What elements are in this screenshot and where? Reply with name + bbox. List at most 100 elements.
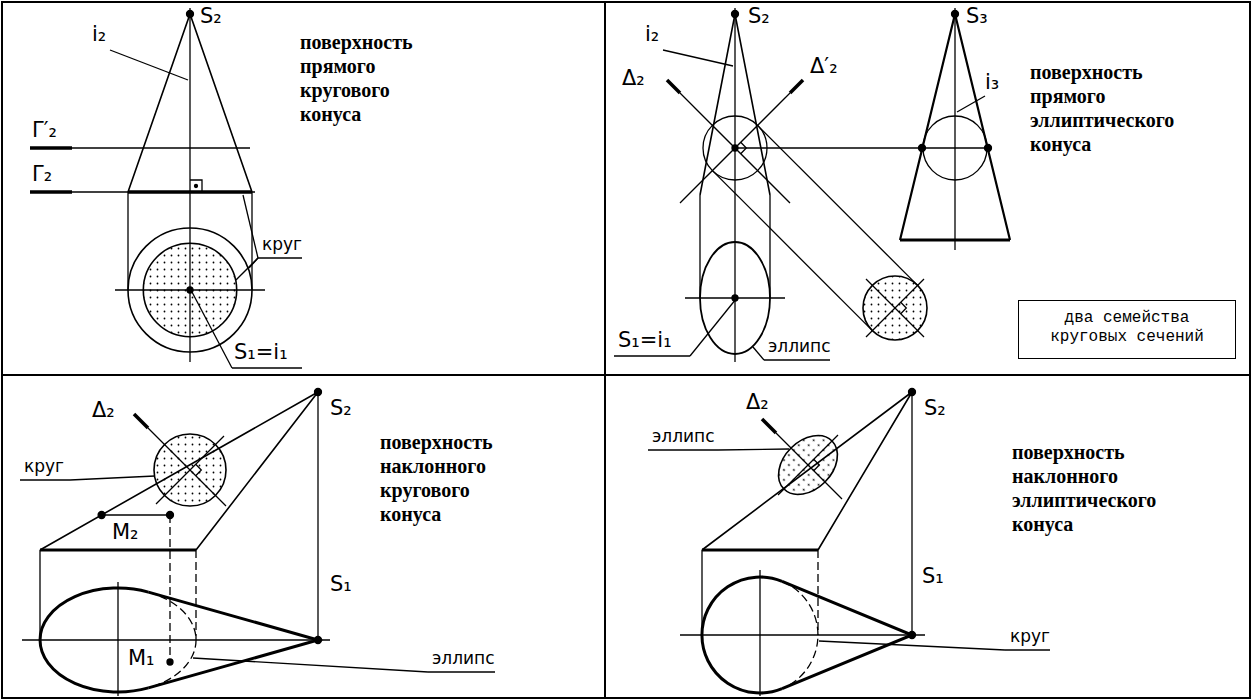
center-point xyxy=(732,145,738,151)
leader-line xyxy=(258,257,302,258)
plane-label: Γ₂ xyxy=(32,164,52,185)
leader-line xyxy=(764,359,830,360)
center-line xyxy=(866,279,924,337)
projection-line xyxy=(758,125,918,285)
point-label: S₂ xyxy=(330,398,352,419)
plane-label: Δ₂ xyxy=(746,392,769,413)
callout-label: эллипс xyxy=(432,650,495,667)
plane-trace-mark xyxy=(30,146,72,150)
panel-divider xyxy=(604,2,606,698)
right-angle-mark xyxy=(196,464,202,475)
cone-outline xyxy=(40,392,318,550)
right-angle-mark xyxy=(901,302,907,313)
leader-line xyxy=(20,479,70,480)
panel-title: поверхность прямого эллиптического конус… xyxy=(1030,60,1174,156)
projection-line xyxy=(39,550,40,640)
plane-trace-mark xyxy=(30,190,72,194)
point-label: S₁=i₁ xyxy=(618,330,672,351)
plane-trace xyxy=(148,428,226,506)
leader-line xyxy=(70,476,155,480)
leader-line xyxy=(192,292,232,368)
point-label: S₂ xyxy=(748,6,770,27)
plane-trace xyxy=(30,191,255,192)
leader-line xyxy=(193,658,428,672)
center-line xyxy=(156,436,224,504)
point-label: S₂ xyxy=(924,398,946,419)
point-label: S₁ xyxy=(922,566,944,587)
leader-line xyxy=(614,355,690,356)
projection-line xyxy=(251,192,252,290)
leader-line xyxy=(110,50,188,80)
apex-point xyxy=(909,632,916,639)
callout-label: эллипс xyxy=(652,428,715,445)
point-label: M₁ xyxy=(128,648,155,669)
plane-label: Δ′₂ xyxy=(810,56,838,77)
axis-label: i₃ xyxy=(985,72,999,93)
center-line xyxy=(22,639,330,640)
callout-label: круг xyxy=(262,236,302,253)
leader-line xyxy=(663,50,733,66)
point-label: S₁=i₁ xyxy=(234,342,288,363)
projection-line xyxy=(317,392,318,640)
projection-line xyxy=(817,550,818,635)
panel-title: поверхность наклонного кругового конуса xyxy=(380,430,493,526)
projection-line xyxy=(195,550,196,640)
right-angle-mark xyxy=(190,180,202,192)
apex-point xyxy=(732,11,739,18)
center-line xyxy=(117,582,118,696)
note-text: два семейства круговых сечений xyxy=(1032,309,1222,347)
surface-line xyxy=(102,514,170,515)
leader-line xyxy=(428,671,495,672)
point-label: M₂ xyxy=(112,522,139,543)
tangent-point xyxy=(985,145,992,152)
leader-line xyxy=(243,195,258,258)
panel-divider xyxy=(2,374,1250,376)
base-line xyxy=(40,549,196,552)
center-line xyxy=(866,279,924,337)
plane-label: Δ₂ xyxy=(622,68,645,89)
leader-line xyxy=(1005,649,1050,650)
section-ellipse xyxy=(767,424,849,506)
note-box: два семейства круговых сечений xyxy=(1018,300,1236,359)
center-line xyxy=(759,570,760,696)
callout-label: эллипс xyxy=(768,338,831,355)
axis-label: i₂ xyxy=(645,24,659,45)
center-line xyxy=(680,634,925,635)
plane-label: Γ′₂ xyxy=(32,120,57,141)
tangent-point xyxy=(919,145,926,152)
panel-title: поверхность прямого кругового конуса xyxy=(300,30,413,126)
right-circular-cone xyxy=(30,8,302,368)
right-angle-mark xyxy=(814,459,820,470)
apex-point xyxy=(909,389,916,396)
point-label: S₃ xyxy=(966,6,988,27)
leader-line xyxy=(648,449,718,450)
leader-line xyxy=(753,347,764,360)
sphere-circle xyxy=(923,116,987,180)
right-angle-dot xyxy=(195,185,198,188)
section-circle xyxy=(863,276,927,340)
axis-label: i₂ xyxy=(92,24,106,45)
apex-point xyxy=(315,637,322,644)
plane-trace xyxy=(30,147,250,148)
plane-label: Δ₂ xyxy=(92,400,115,421)
plane-trace-mark xyxy=(134,414,148,428)
leader-line xyxy=(236,258,258,280)
point-label: S₂ xyxy=(200,6,222,27)
axis-line xyxy=(954,8,955,250)
axis-line xyxy=(734,8,735,362)
projection-line xyxy=(127,192,128,290)
point-label: S₁ xyxy=(330,574,352,595)
oblique-circular-cone xyxy=(20,389,495,697)
projection-line xyxy=(911,392,912,635)
point xyxy=(98,512,105,519)
oblique-elliptic-cone xyxy=(648,389,1050,697)
apex-point xyxy=(952,11,959,18)
callout-label: круг xyxy=(24,458,64,475)
leader-line xyxy=(718,449,789,450)
leader-line xyxy=(690,299,736,356)
center-line xyxy=(778,435,838,495)
panel-title: поверхность наклонного эллиптического ко… xyxy=(1012,440,1156,536)
